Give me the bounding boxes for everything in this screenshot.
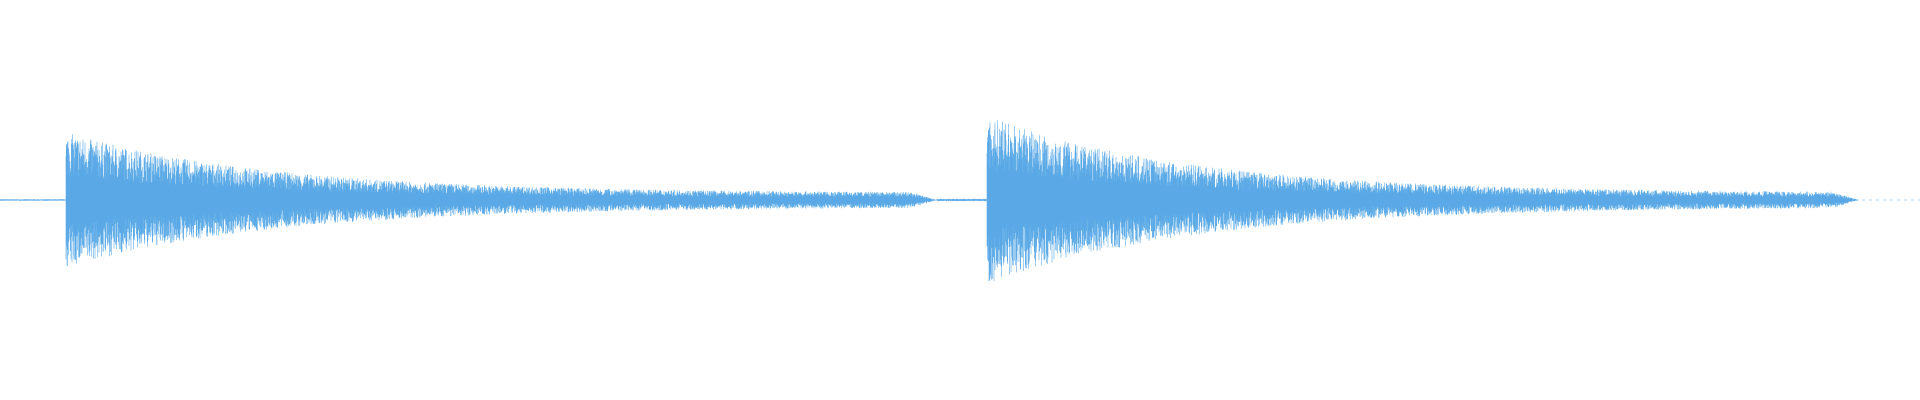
waveform-samples xyxy=(0,120,1859,282)
waveform-path xyxy=(0,120,1859,282)
